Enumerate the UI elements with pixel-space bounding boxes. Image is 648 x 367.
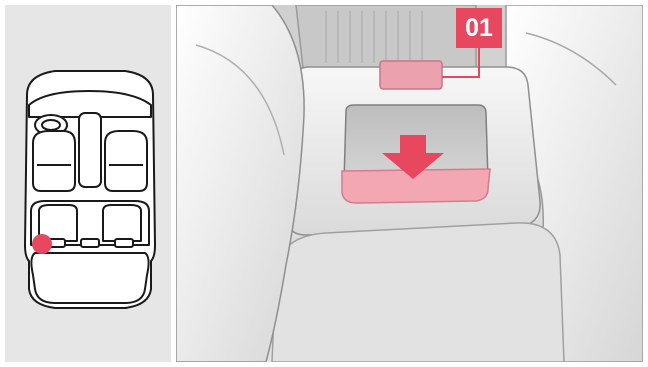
rear-right-seat: [103, 205, 141, 241]
rear-right-headrest: [115, 239, 133, 247]
front-left-seat: [33, 131, 75, 191]
rear-seat-scene: [176, 5, 643, 362]
rear-center-headrest: [81, 239, 99, 247]
car-topview-diagram: [5, 5, 171, 362]
center-console: [79, 113, 101, 187]
seat-locator-panel: [5, 5, 171, 362]
front-right-seat: [105, 131, 147, 191]
trunk-area: [31, 253, 148, 303]
seat-hatch-illustration: [176, 5, 643, 362]
callout-label-01: 01: [456, 8, 502, 48]
release-button: [380, 61, 442, 89]
console-base: [272, 223, 564, 362]
red-dot-locator-icon: [32, 234, 52, 254]
